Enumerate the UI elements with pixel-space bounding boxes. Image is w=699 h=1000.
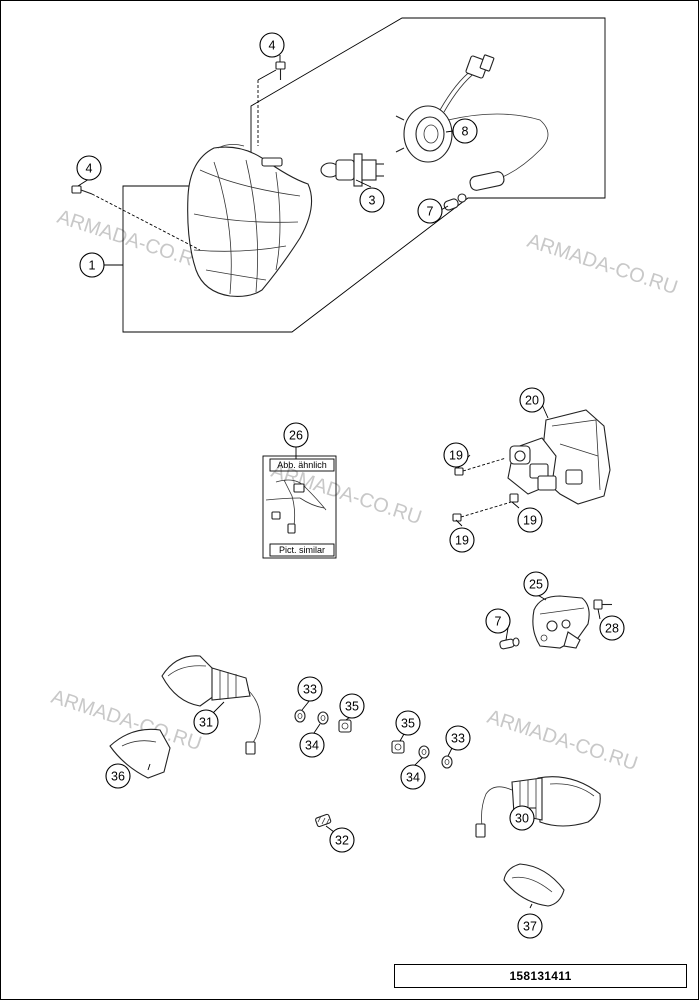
svg-text:25: 25 (529, 578, 543, 592)
callout-34-left: 34 (299, 732, 325, 758)
svg-text:37: 37 (523, 920, 537, 934)
screw-4-left (71, 185, 93, 195)
svg-text:4: 4 (86, 162, 93, 176)
bulb-socket (395, 54, 549, 191)
svg-text:31: 31 (199, 716, 213, 730)
svg-text:26: 26 (289, 429, 303, 443)
callout-37: 37 (517, 913, 543, 939)
svg-text:7: 7 (427, 205, 434, 219)
callout-19-right: 19 (517, 507, 543, 533)
callout-3: 3 (359, 187, 385, 213)
turn-signal-right (475, 776, 601, 838)
svg-text:33: 33 (303, 683, 317, 697)
document-number: 158131411 (394, 964, 687, 988)
nut-34-left (317, 711, 329, 725)
svg-text:32: 32 (335, 834, 349, 848)
svg-text:1: 1 (89, 259, 96, 273)
screw-32 (315, 813, 332, 828)
screw-4-top (275, 61, 286, 80)
svg-text:35: 35 (401, 717, 415, 731)
svg-text:3: 3 (369, 194, 376, 208)
svg-text:28: 28 (605, 622, 619, 636)
watermark: ARMADA-CO.RU (54, 206, 210, 275)
license-plate-screw (593, 599, 612, 610)
callout-34-right: 34 (400, 764, 426, 790)
callout-20: 20 (519, 387, 545, 413)
callout-30: 30 (509, 805, 535, 831)
callout-35-left: 35 (339, 693, 365, 719)
callout-7-headlight: 7 (417, 198, 443, 224)
tail-light-screw-lower (452, 493, 519, 522)
callout-1: 1 (79, 252, 105, 278)
wiring-harness-panel: Abb. ähnlich Pict. similar (262, 455, 337, 559)
callout-26: 26 (283, 422, 309, 448)
harness-label-bottom: Pict. similar (279, 545, 325, 555)
callout-33-right: 33 (445, 725, 471, 751)
svg-text:19: 19 (455, 534, 469, 548)
svg-text:34: 34 (406, 771, 420, 785)
turn-signal-left (161, 655, 261, 755)
callout-35-right: 35 (395, 710, 421, 736)
tail-light (507, 409, 611, 505)
callout-19-lower: 19 (449, 527, 475, 553)
parking-bulb (443, 193, 467, 211)
turn-signal-lens-right (503, 863, 565, 907)
harness-label-top: Abb. ähnlich (277, 460, 327, 470)
svg-text:4: 4 (269, 39, 276, 53)
callout-4-top: 4 (259, 32, 285, 58)
license-plate-bulb (499, 637, 520, 650)
callout-36: 36 (105, 763, 131, 789)
headlight (187, 144, 313, 297)
watermark: ARMADA-CO.RU (484, 706, 640, 775)
svg-text:35: 35 (345, 700, 359, 714)
nut-34-right (418, 745, 430, 759)
svg-text:8: 8 (462, 125, 469, 139)
callout-4-left: 4 (76, 155, 102, 181)
svg-text:33: 33 (451, 732, 465, 746)
callout-8: 8 (452, 118, 478, 144)
washer-33-right (441, 755, 453, 769)
washer-33-left (294, 709, 306, 723)
callout-32: 32 (329, 827, 355, 853)
svg-text:7: 7 (495, 615, 502, 629)
svg-text:19: 19 (523, 514, 537, 528)
svg-text:30: 30 (515, 812, 529, 826)
callout-19-upper: 19 (443, 442, 469, 468)
callout-25: 25 (523, 571, 549, 597)
callout-33-left: 33 (297, 676, 323, 702)
svg-text:36: 36 (111, 770, 125, 784)
callout-28: 28 (599, 615, 625, 641)
nut-35-right (391, 740, 405, 754)
callout-31: 31 (193, 709, 219, 735)
headlight-group-outline (122, 17, 606, 333)
license-plate-light (532, 595, 590, 649)
tail-light-screw-upper (454, 457, 507, 476)
svg-text:19: 19 (449, 449, 463, 463)
callout-7-plate: 7 (485, 608, 511, 634)
watermark: ARMADA-CO.RU (524, 230, 680, 299)
watermark: ARMADA-CO.RU (268, 460, 424, 529)
nut-35-left (338, 719, 352, 733)
svg-text:34: 34 (305, 739, 319, 753)
turn-signal-lens-left (109, 728, 171, 779)
svg-text:20: 20 (525, 394, 539, 408)
headlight-bulb (320, 153, 384, 187)
